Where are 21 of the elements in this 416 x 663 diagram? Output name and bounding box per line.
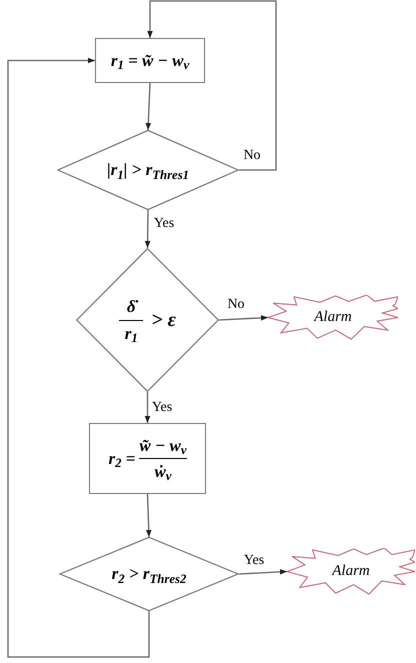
arrow (218, 315, 268, 321)
formula-text: r$_{2}$ > r$_{Thres2}$ (112, 563, 186, 585)
arrow (7, 58, 150, 658)
arrow (238, 569, 288, 575)
formula-text: r$_{1}$ = w̃ − w$_{v}$ (110, 50, 190, 72)
formula-numerator: w̃ − w$_{v}$ (139, 434, 187, 456)
arrow (144, 392, 150, 423)
formula-numerator: δ̇ (126, 296, 136, 318)
arrow (147, 0, 277, 171)
arrow (146, 494, 152, 538)
process-box (95, 38, 205, 83)
alarm-label: Alarm (332, 562, 370, 582)
formula-denominator: r$_{1}$ (124, 322, 138, 344)
formula-denominator: ẇ$_{v}$ (154, 461, 172, 482)
alarm-label: Alarm (314, 308, 352, 328)
arrow (144, 210, 150, 248)
arrow (146, 82, 152, 130)
formula-text: r$_{2}$ = (108, 448, 136, 470)
formula-text: |r$_{1}$| > r$_{Thres1}$ (106, 159, 190, 181)
formula-text: > ε (151, 308, 176, 332)
process-box (89, 423, 206, 494)
